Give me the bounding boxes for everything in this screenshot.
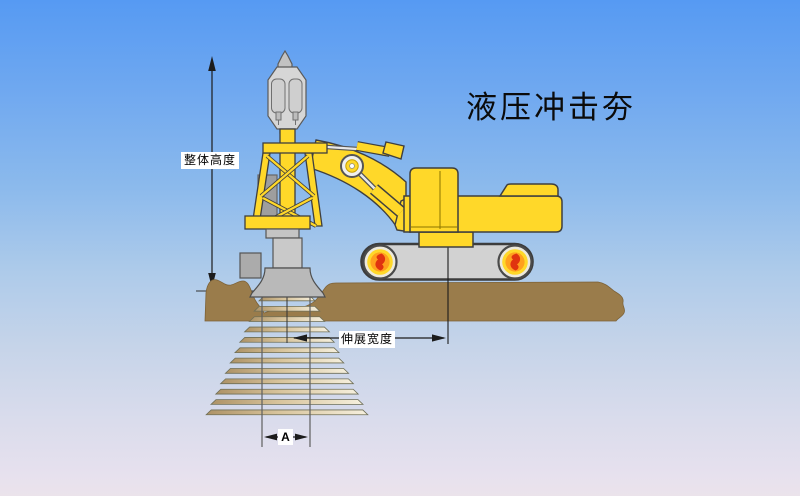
hammer-collar [265,228,300,239]
influence-bar [205,409,369,416]
influence-bar [219,378,355,385]
influence-bar [229,357,345,364]
accumulators [271,78,303,125]
compaction-influence-bars [205,295,369,416]
hammer-shaft [272,237,303,269]
influence-bar [210,399,364,405]
truss-top-bar [262,142,328,154]
boom-assembly [309,139,411,233]
crawler-track [360,242,534,281]
foot-guide-lines [261,292,311,447]
mast-truss [244,128,328,230]
foot-width-label: A [278,429,293,445]
excavator-body [403,167,563,248]
influence-bar [224,368,350,374]
arrow-left-icon [264,433,277,441]
flame-icon [375,253,386,271]
mast-side-block [239,252,262,279]
engine-hood [498,183,559,197]
arrow-left-icon [293,334,307,342]
left-drive-wheel [362,244,398,280]
operator-cab [409,167,459,233]
influence-bar [234,347,340,354]
extension-width-label: 伸展宽度 [339,331,395,348]
impact-hammer-mast [239,49,328,298]
truss-base-bar [244,215,311,230]
tamping-foot [249,267,326,298]
arrow-right-icon [295,433,308,441]
overall-height-label: 整体高度 [181,152,239,169]
undercarriage-riser [418,231,474,248]
influence-bar [214,388,360,395]
arrow-up-icon [208,56,216,71]
page-title: 液压冲击夯 [466,90,636,125]
flame-icon [510,253,521,271]
right-drive-wheel [497,244,533,280]
arrow-right-icon [432,334,446,342]
tilt-cylinder-bracket [382,141,405,160]
